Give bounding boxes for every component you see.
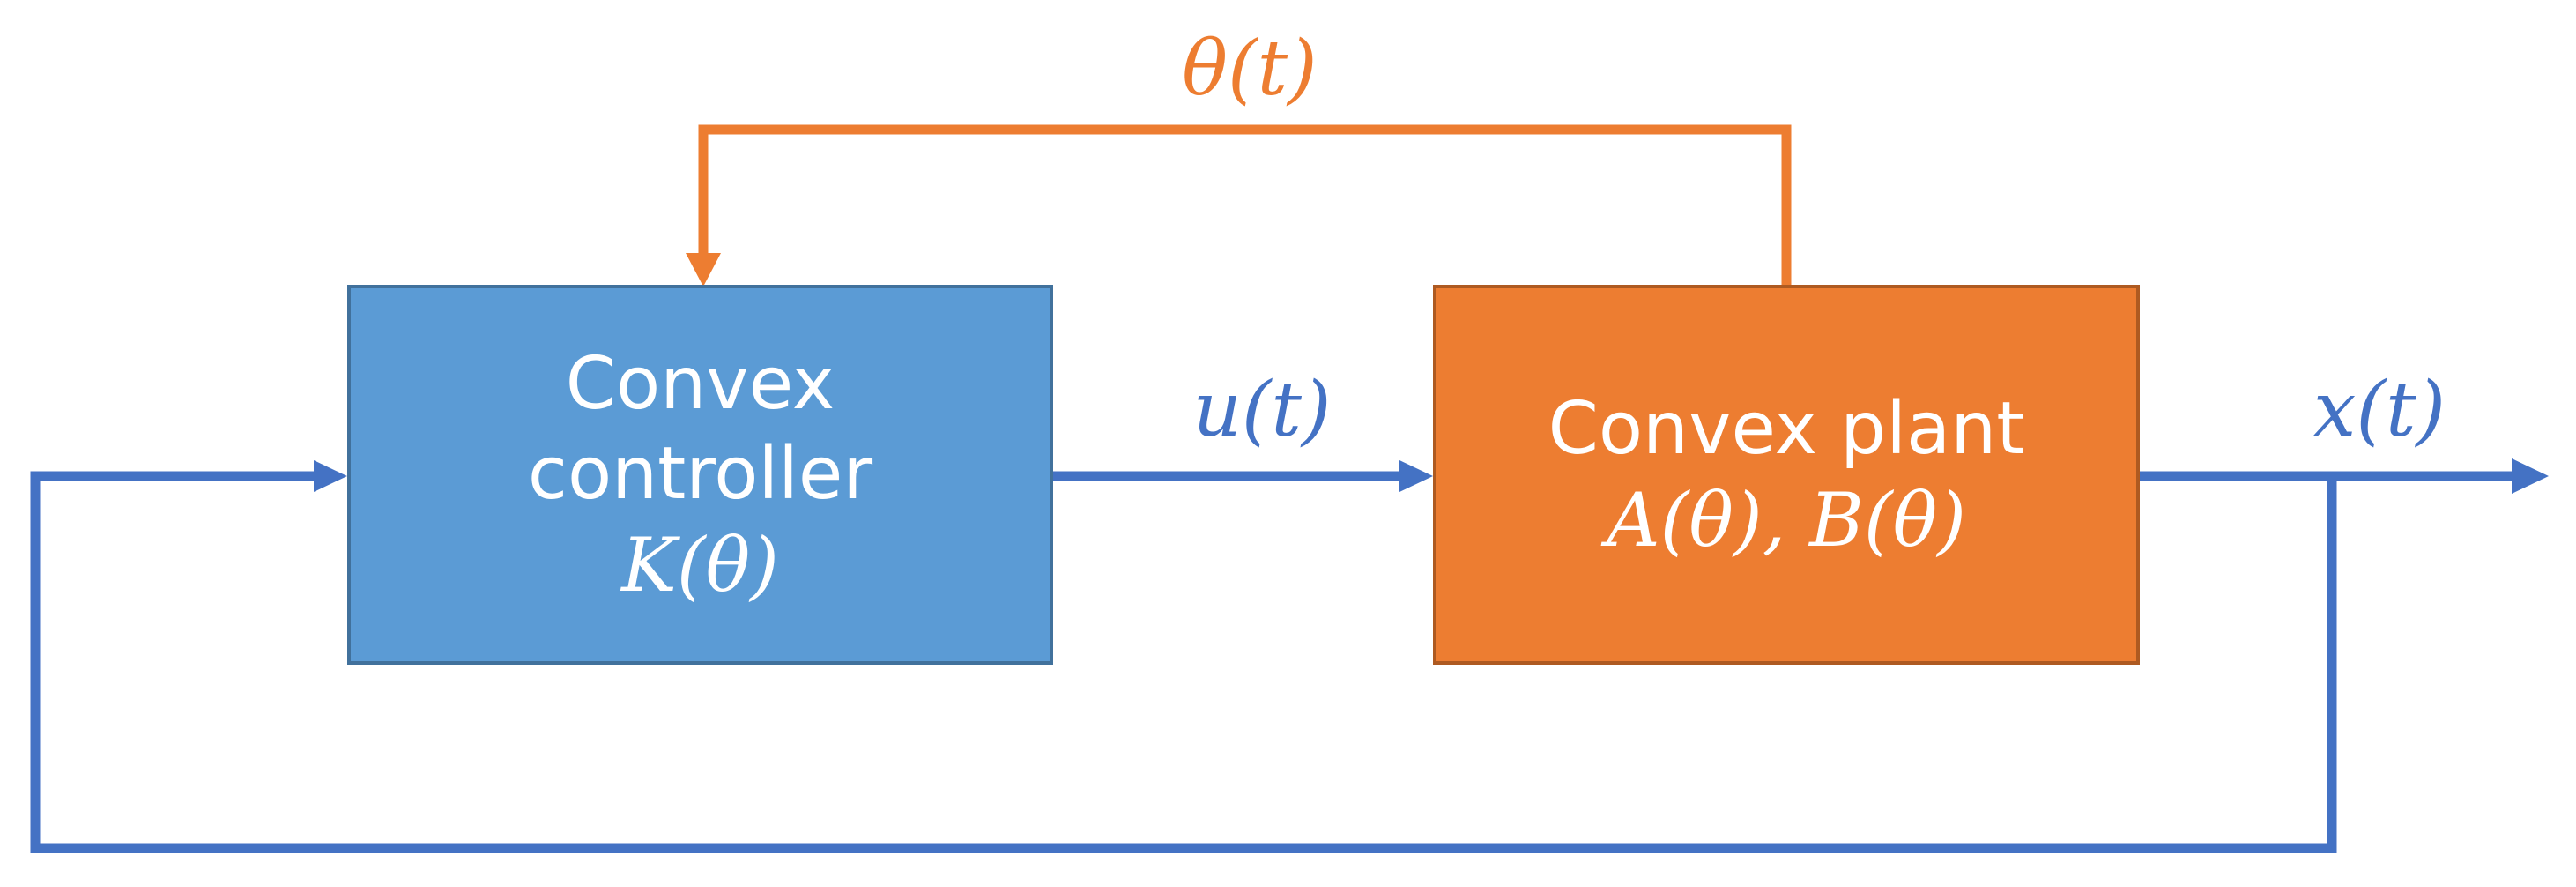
plant-input-arrowhead [1399,460,1433,492]
theta-arrowhead [686,253,721,287]
plant-label: Convex plant [1548,386,2025,471]
theta-feedback-line [698,124,1792,285]
convex-controller-block: Convex controller K(θ) [347,285,1053,665]
controller-label-line2: controller [527,431,873,516]
output-arrowhead [2512,458,2549,494]
controller-label-line1: Convex [565,341,835,426]
state-feedback-line [30,471,2337,853]
theta-signal-label: θ(t) [1182,25,1318,113]
control-signal-label: u(t) [1192,366,1332,454]
output-signal-label: x(t) [2312,366,2446,454]
controller-input-arrowhead [314,460,347,492]
plant-matrices-label: A(θ), B(θ) [1606,476,1967,563]
convex-plant-block: Convex plant A(θ), B(θ) [1433,285,2140,665]
controller-gain-label: K(θ) [621,521,779,608]
